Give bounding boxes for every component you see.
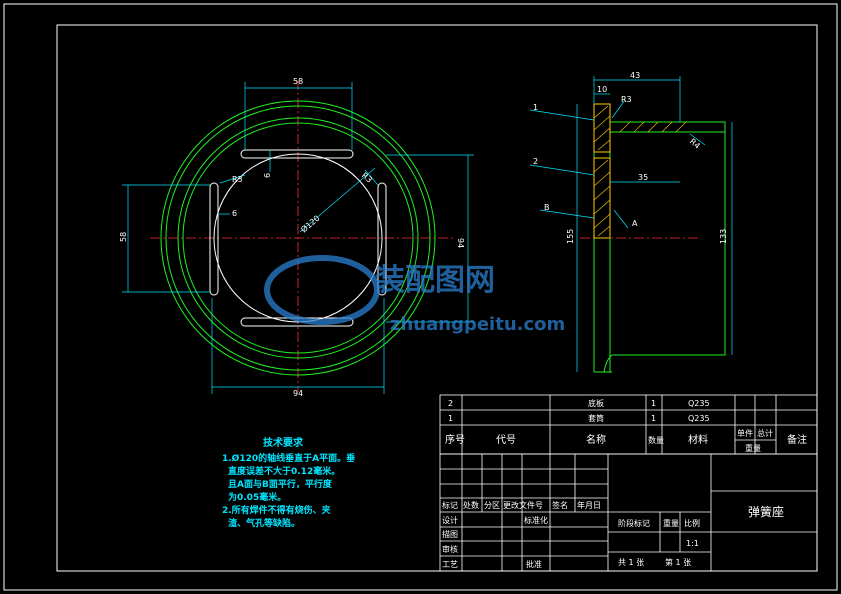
front-view: 58 58 6 6 R3 R3 Ø120 94 94 [119, 77, 474, 398]
dim-top-width: 58 [293, 77, 303, 86]
tech-req-line: 为0.05毫米。 [228, 491, 286, 503]
tb-zone: 分区 [484, 501, 500, 510]
dim-radius-right: R4 [688, 137, 702, 151]
tb-sheets: 共 1 张 [618, 558, 644, 567]
tb-change-doc: 更改文件号 [503, 500, 543, 510]
bom-header-note: 备注 [787, 433, 807, 446]
bom-name: 套筒 [588, 413, 604, 423]
tb-process: 工艺 [442, 560, 458, 569]
dim-inner-width: 35 [638, 173, 648, 182]
title-block [439, 453, 818, 572]
leader-2: 2 [533, 157, 538, 166]
bom-header-unit: 单件 [737, 428, 753, 438]
technical-requirements: 技术要求 1.Ø120的轴线垂直于A平面。垂 直度误差不大于0.12毫米。 且A… [222, 436, 355, 529]
tb-stage: 阶段标记 [618, 518, 650, 528]
tb-drawing: 描图 [442, 529, 458, 539]
bom-material: Q235 [688, 414, 710, 423]
dim-flange-thk: 10 [597, 85, 607, 94]
bom-material: Q235 [688, 399, 710, 408]
bom-header-weight: 重量 [745, 443, 761, 453]
tb-scale: 比例 [684, 518, 700, 528]
tb-date: 年月日 [577, 500, 601, 510]
tb-review: 审核 [442, 544, 458, 554]
dim-radius-top: R3 [621, 95, 632, 104]
dim-bottom-width: 94 [293, 389, 303, 398]
bom-qty: 1 [651, 414, 656, 423]
bom-header-code: 代号 [496, 434, 516, 446]
dim-height-left: 155 [566, 229, 575, 244]
dim-radius-small: R3 [232, 175, 243, 184]
tb-count: 处数 [463, 500, 479, 510]
bom-header-qty: 数量 [648, 435, 664, 445]
bom-header-name: 名称 [586, 433, 606, 446]
bom-qty: 1 [651, 399, 656, 408]
leader-1: 1 [533, 103, 538, 112]
watermark-url: zhuangpeitu.com [390, 314, 565, 335]
dim-side-top-width: 43 [630, 71, 640, 80]
tech-req-line: 1.Ø120的轴线垂直于A平面。垂 [222, 452, 355, 464]
bom-header-total: 总计 [757, 428, 773, 438]
watermark: 装配图网 zhuangpeitu.com [264, 255, 565, 335]
tech-req-line: 2.所有焊件不得有烧伤、夹 [222, 504, 331, 516]
bom-seq: 2 [448, 399, 453, 408]
bom-seq: 1 [448, 414, 453, 423]
dim-diameter: Ø120 [299, 213, 322, 235]
dim-radius-large: R3 [360, 171, 374, 185]
datum-label: A [632, 219, 638, 228]
dim-left-height: 58 [119, 232, 128, 242]
bom-name: 底板 [588, 398, 604, 408]
dim-slot-gap: 6 [232, 209, 237, 218]
tb-sheet: 第 1 张 [665, 557, 691, 567]
tb-approve: 批准 [526, 559, 542, 569]
bom-header-seq: 序号 [445, 433, 465, 446]
dim-slot-width: 6 [263, 173, 272, 178]
outer-frame [3, 3, 838, 591]
tech-req-line: 渣、气孔等缺陷。 [228, 517, 300, 529]
dim-height-right: 133 [719, 229, 728, 244]
leader-3: B [544, 203, 550, 212]
tb-mark: 标记 [442, 500, 458, 510]
part-name: 弹簧座 [748, 504, 784, 519]
tb-standardize: 标准化 [524, 515, 548, 525]
watermark-logo-icon [264, 255, 380, 325]
tech-req-line: 且A面与B面平行，平行度 [228, 478, 333, 490]
tb-design: 设计 [442, 515, 458, 525]
inner-frame [56, 24, 818, 572]
dim-right-height: 94 [456, 238, 465, 248]
bom-header-material: 材料 [688, 433, 708, 446]
tb-weight: 重量 [663, 518, 679, 528]
tb-scale-value: 1:1 [686, 539, 699, 548]
tb-sign: 签名 [552, 500, 568, 510]
tech-req-line: 直度误差不大于0.12毫米。 [228, 465, 340, 477]
tech-req-title: 技术要求 [263, 436, 304, 449]
watermark-text: 装配图网 [375, 263, 495, 298]
